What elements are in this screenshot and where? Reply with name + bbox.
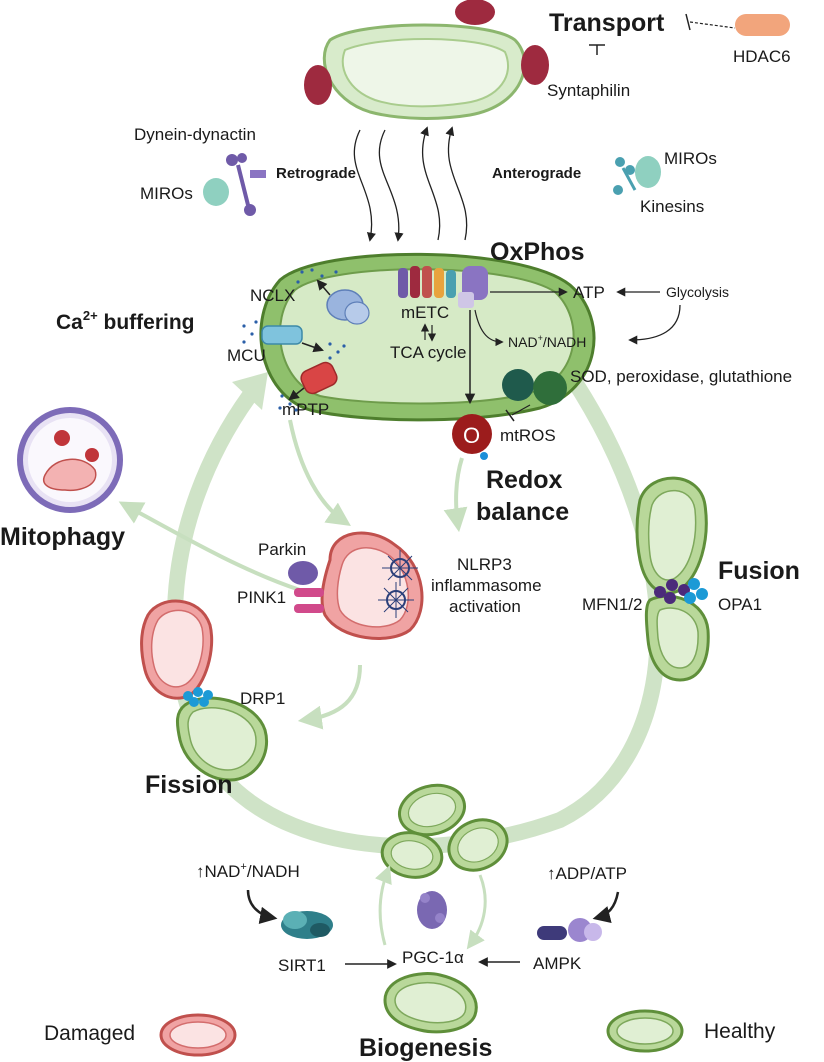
fusion-title: Fusion — [718, 557, 800, 585]
syntaphilin-label: Syntaphilin — [547, 81, 630, 100]
biogenesis-mitochondrion — [383, 972, 478, 1034]
mcu-channel — [261, 325, 303, 345]
legend-healthy-swatch — [606, 1009, 684, 1053]
cluster-to-pgc-arrow — [466, 874, 487, 950]
legend-healthy-label: Healthy — [704, 1020, 776, 1043]
pgc-label: PGC-1α — [402, 948, 464, 967]
nclx-arrow — [316, 279, 331, 296]
miros-protein-right — [635, 156, 661, 188]
drp1-label: DRP1 — [240, 689, 285, 708]
mtros-label: mtROS — [500, 426, 556, 445]
adp-to-ampk-arrow — [592, 891, 620, 924]
hdac6-inhibition-dashed — [689, 21, 736, 29]
sirt1-label: SIRT1 — [278, 956, 326, 975]
biogenesis-title: Biogenesis — [359, 1034, 492, 1062]
mfn-label: MFN1/2 — [582, 595, 642, 614]
mcu-label: MCU — [227, 346, 266, 365]
dynein-label: Dynein-dynactin — [134, 125, 256, 144]
transport-title: Transport — [549, 9, 665, 37]
damaged-to-mitophagy-arrow — [118, 501, 301, 592]
parkin-label: Parkin — [258, 540, 306, 559]
syntaphilin-protein — [304, 65, 332, 105]
nlrp3-line2: inflammasome — [431, 576, 542, 595]
mitophagy-title: Mitophagy — [0, 523, 125, 551]
dynein-protein — [226, 153, 266, 216]
legend-damaged-label: Damaged — [44, 1022, 135, 1045]
damaged-mitochondrion-center — [320, 531, 424, 640]
antioxidant-inhibit-bar — [505, 409, 515, 422]
glycolysis-nad-arrow — [628, 304, 681, 345]
glycolysis-label: Glycolysis — [666, 284, 729, 300]
mfn-opa1-proteins — [654, 578, 708, 604]
hdac6-label: HDAC6 — [733, 47, 791, 66]
hdac6-protein — [735, 14, 790, 36]
fusion-mitochondrion-bottom — [644, 594, 710, 682]
nad-label: NAD+/NADH — [508, 333, 586, 350]
fission-title: Fission — [145, 771, 233, 799]
damaged-to-fission-arrow — [297, 664, 362, 730]
kinesin-protein — [613, 157, 637, 195]
redox-title-line2: balance — [476, 498, 569, 526]
anterograde-arrows — [420, 126, 468, 241]
parkin-protein — [288, 561, 318, 585]
fission-mitochondrion-damaged — [140, 599, 214, 700]
fission-mitochondrion-healthy — [175, 696, 268, 782]
pgc-protein — [417, 891, 447, 929]
miros-label-right: MIROs — [664, 149, 717, 168]
biogenesis-mitochondria-cluster — [380, 783, 509, 879]
ros-molecule — [452, 414, 492, 454]
metc-label: mETC — [401, 303, 449, 322]
miros-protein-left — [203, 178, 229, 206]
retrograde-label: Retrograde — [276, 165, 356, 182]
metc-complex — [398, 266, 488, 308]
miros-label-left: MIROs — [140, 184, 193, 203]
fusion-mitochondrion-top — [635, 476, 708, 595]
mptp-arrow — [288, 387, 305, 401]
anterograde-label: Anterograde — [492, 165, 581, 182]
mptp-channel — [300, 361, 338, 395]
syntaphilin-protein — [521, 45, 549, 85]
antioxidants-label: SOD, peroxidase, glutathione — [570, 367, 792, 386]
mcu-arrow — [301, 342, 324, 353]
kinesins-label: Kinesins — [640, 197, 704, 216]
sirt1-protein — [281, 911, 333, 939]
cycle-arrow-head — [232, 372, 268, 410]
antioxidant-enzymes — [502, 369, 567, 405]
pgc-to-cluster-arrow — [374, 864, 392, 946]
nclx-channel — [326, 289, 370, 325]
antioxidant-inhibit-line — [511, 404, 531, 416]
ampk-label: AMPK — [533, 954, 582, 973]
opa1-label: OPA1 — [718, 595, 762, 614]
hdac6-inhibition-bar — [685, 13, 691, 31]
nad-up-label: ↑NAD+/NADH — [196, 861, 300, 881]
mptp-to-damaged-arrow — [288, 419, 351, 527]
adp-atp-label: ↑ADP/ATP — [547, 864, 627, 883]
redox-title-line1: Redox — [486, 466, 563, 494]
inflammasome-complexes — [378, 550, 418, 618]
atp-label: ATP — [573, 283, 605, 302]
calcium-title: Ca2+ buffering — [56, 308, 195, 334]
metc-nad-arrow — [474, 309, 504, 347]
nad-to-sirt1-arrow — [246, 889, 278, 925]
ros-symbol: O — [463, 423, 480, 448]
oxphos-title: OxPhos — [490, 238, 584, 266]
nlrp3-line3: activation — [449, 597, 521, 616]
syntaphilin-protein — [455, 0, 495, 25]
nclx-label: NCLX — [250, 286, 295, 305]
autophagosome — [17, 407, 123, 513]
redox-to-inflammasome-arrow — [443, 457, 468, 533]
nlrp3-line1: NLRP3 — [457, 555, 512, 574]
tca-cycle-label: TCA cycle — [390, 343, 467, 362]
drp1-proteins — [183, 687, 213, 707]
pink1-protein — [294, 588, 324, 613]
ros-electron — [480, 452, 488, 460]
ampk-protein — [537, 918, 602, 942]
legend-damaged-swatch — [159, 1013, 237, 1057]
calcium-ions — [242, 268, 346, 412]
mptp-label: mPTP — [282, 400, 329, 419]
pink1-label: PINK1 — [237, 588, 286, 607]
retrograde-arrows — [353, 129, 404, 242]
transport-mitochondrion — [322, 23, 526, 120]
